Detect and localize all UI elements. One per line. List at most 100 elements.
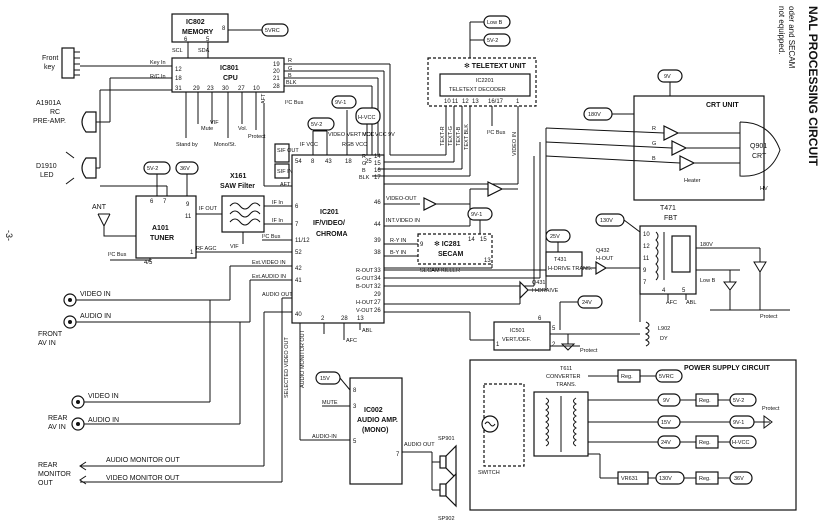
rail-9v1-secam-label: 9V-1 [471, 212, 482, 218]
ic201-pin-1112: 11/12 [295, 238, 310, 244]
rail-hvcc-power: H-VCC [729, 435, 757, 449]
teletext-pin-11: 11 [452, 99, 459, 105]
a101-pin-11: 11 [185, 214, 192, 220]
ic201-i2c-label: I²C Bus [262, 234, 281, 240]
text-r-label: TEXT-R [440, 126, 446, 146]
d1910-line1: D1910 [36, 163, 57, 170]
note-line-2: not equipped. [777, 6, 786, 55]
front-key-connector: Front key [42, 47, 80, 79]
r-y-in-label: R-Y IN [390, 238, 406, 244]
front-audio-in-jack: AUDIO IN [63, 313, 111, 329]
rear-video-in-jack: VIDEO IN [71, 393, 119, 409]
rail-5v2-tt: 5V-2 [483, 33, 511, 47]
ic201-mcl-vcc: MCL VCC 9V [362, 132, 395, 138]
video-monitor-out-label: VIDEO MONITOR OUT [106, 475, 180, 482]
crt-unit-title: CRT UNIT [706, 102, 739, 109]
rail-9v1-secam: 9V-1 [467, 207, 493, 221]
ic201-blk-label: BLK [359, 175, 370, 181]
rail-9v-top: 9V [657, 69, 683, 83]
a1901a-line2: RC [50, 109, 60, 116]
cpu-g-label: G [288, 66, 292, 72]
rail-9v-top-label: 9V [664, 74, 671, 80]
power-title: POWER SUPPLY CIRCUIT [684, 365, 771, 372]
rail-130v-power: 130V [655, 471, 685, 485]
ic201-v-out: V-OUT [356, 308, 373, 314]
power-reg-5vrc-label: Reg. [621, 374, 633, 380]
if-in-b-label: IF In [272, 218, 283, 224]
rail-9v-power-label: 9V [663, 398, 670, 404]
ic802-sub: MEMORY [182, 29, 214, 36]
rear-audio-in-jack: AUDIO IN [71, 417, 119, 431]
ic002-sub2: (MONO) [362, 427, 388, 434]
x161-saw-filter: X161 SAW Filter VIF [220, 173, 265, 250]
front-key-line1: Front [42, 55, 58, 62]
a101-pin-45: 4/5 [144, 260, 153, 266]
fbt-180v-label: 180V [700, 242, 713, 248]
ic201-name: IC201 [320, 209, 339, 216]
ic501-pin-1: 1 [496, 342, 500, 348]
rail-180v-crt-label: 180V [588, 112, 601, 118]
rf-agc-label: RF AGC [196, 246, 217, 252]
crt-unit: CRT UNIT R G B Q901 CRT Heater HV [633, 95, 781, 201]
rail-hvcc-ic201-label: H-VCC [358, 115, 375, 121]
ic801-pin-28: 28 [273, 84, 280, 90]
ic281-pin-14: 14 [468, 237, 475, 243]
cpu-r-label: R [288, 58, 292, 64]
sp901-speaker: SP901 [438, 436, 457, 480]
rail-36v-power-label: 36V [734, 476, 744, 482]
teletext-i2c-label: I²C Bus [487, 130, 506, 136]
rail-130v-fbt-label: 130V [600, 218, 613, 224]
ic801-pin-20: 20 [273, 69, 280, 75]
mono-st-label: Mono/St. [214, 142, 236, 148]
video-in-tt-label: VIDEO IN [512, 132, 518, 156]
ic201-if-video-chroma: IC201 IF/VIDEO/ CHROMA 54 8 43 18 25 14 … [291, 154, 385, 324]
abl-bottom-label: ABL [362, 328, 372, 334]
ic801-pin-31: 31 [175, 86, 182, 92]
x161-sub: SAW Filter [220, 183, 255, 190]
l902-name: L902 [658, 326, 670, 332]
rail-5v2-tt-label: 5V-2 [487, 38, 498, 44]
ext-video-in-label: Ext.VIDEO IN [252, 260, 286, 266]
ic201-pin-40: 40 [295, 312, 302, 318]
rail-9v1-ic201-label: 9V-1 [335, 100, 346, 106]
t431-sub: H-DRIVE TRANS. [548, 266, 593, 272]
if-in-a-label: IF In [272, 200, 283, 206]
crt-hv-label: HV [760, 186, 768, 192]
ic201-pin-17: 17 [374, 175, 381, 181]
ic801-pin-27: 27 [238, 86, 245, 92]
ic201-pin-32: 32 [374, 284, 381, 290]
ic002-sub1: AUDIO AMP. [357, 417, 398, 424]
scl-label: SCL [172, 48, 183, 54]
t431-h-drive: T431 H-DRIVE TRANS. [545, 251, 593, 277]
crt-r-label: R [652, 126, 656, 132]
ic801-pin-29: 29 [193, 86, 200, 92]
t471-pin-5: 5 [682, 288, 686, 294]
ic501-sub: VERT./DEF. [502, 337, 531, 343]
ic201-pin-33: 33 [374, 268, 381, 274]
ic201-b-out: B-OUT [356, 284, 374, 290]
ic801-pin-19: 19 [273, 62, 280, 68]
rail-24v-power: 24V [657, 435, 681, 449]
sif-out-label: SIF OUT [277, 148, 299, 154]
ic201-sub2: CHROMA [316, 231, 348, 238]
rail-5vrc-top-label: 5VRC [265, 28, 280, 34]
a101-pin-1: 1 [190, 250, 194, 256]
t471-pin-7: 7 [643, 280, 647, 286]
sp902-label: SP902 [438, 516, 455, 522]
ic201-g-label: G [362, 161, 366, 167]
power-reg-36v-label: Reg. [699, 476, 711, 482]
ic201-b-label: B [362, 168, 366, 174]
power-supply-circuit: POWER SUPPLY CIRCUIT T611 CONVERTER TRAN… [469, 359, 797, 511]
ic201-pin-8: 8 [311, 159, 315, 165]
secam-killer-label: SECAM KILLER [420, 268, 460, 274]
rail-15v-audio: 15V [315, 371, 341, 385]
q431-h-drive: Q431 H-DRAIVE [519, 280, 559, 300]
ic201-pin-28: 28 [341, 316, 348, 322]
ic201-pin-39: 39 [374, 238, 381, 244]
rail-5v2-power-label: 5V-2 [733, 398, 744, 404]
ic201-if-vcc: IF VCC [300, 142, 318, 148]
sda-label: SDA [198, 48, 210, 54]
t471-pin-11: 11 [643, 256, 650, 262]
sif-box: SIF OUT SIF IN [274, 143, 299, 179]
rail-24v-vert-label: 24V [582, 300, 592, 306]
